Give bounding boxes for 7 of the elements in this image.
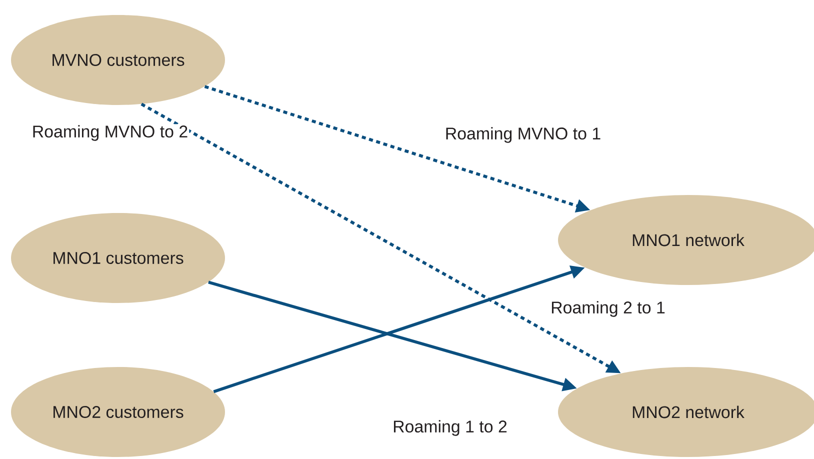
ellipse-node: MVNO customers bbox=[11, 15, 225, 105]
edge-label: Roaming MVNO to 1 bbox=[444, 126, 602, 144]
edge-label: Roaming 2 to 1 bbox=[550, 300, 666, 318]
ellipse-node: MNO1 customers bbox=[11, 213, 225, 303]
ellipse-node: MNO2 customers bbox=[11, 367, 225, 457]
edge-label: Roaming MVNO to 2 bbox=[30, 124, 190, 142]
edge-label: Roaming 1 to 2 bbox=[392, 419, 508, 437]
